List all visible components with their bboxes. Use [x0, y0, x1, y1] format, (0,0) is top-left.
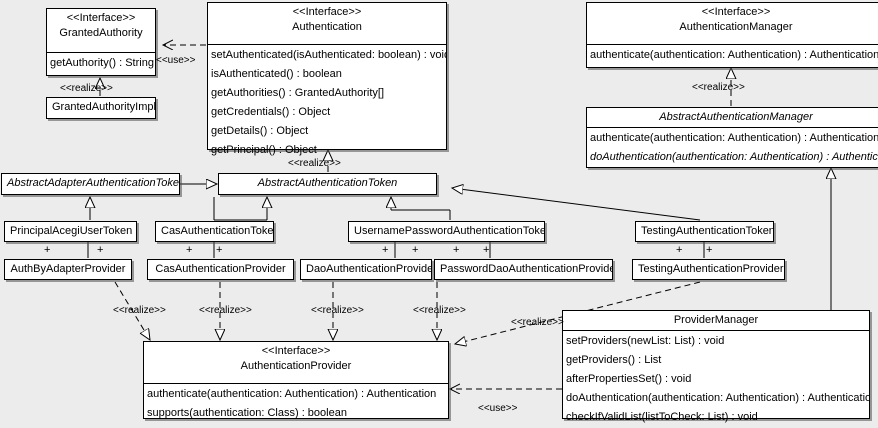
operations-compartment: authenticate(authentication: Authenticat…	[587, 128, 878, 168]
class-name: AuthenticationManager	[679, 21, 793, 33]
edge-label-realize-testing: <<realize>>	[511, 317, 564, 328]
association-marker-plus: +	[382, 244, 389, 256]
operation: getProviders() : List	[566, 354, 662, 366]
class-authentication-manager[interactable]: <<Interface>> AuthenticationManager auth…	[586, 2, 878, 68]
class-name: GrantedAuthority	[59, 27, 143, 39]
operation: getAuthority() : String	[50, 57, 154, 69]
class-name: AuthByAdapterProvider	[10, 263, 126, 275]
class-granted-authority[interactable]: <<Interface>> GrantedAuthority getAuthor…	[46, 8, 156, 76]
operation: authenticate(authentication: Authenticat…	[147, 388, 437, 400]
class-testing-authentication-provider[interactable]: TestingAuthenticationProvider	[632, 259, 785, 280]
class-testing-authentication-token[interactable]: TestingAuthenticationToken	[635, 221, 774, 242]
class-cas-authentication-token[interactable]: CasAuthenticationToken	[155, 221, 274, 242]
operation: getPrincipal() : Object	[211, 144, 317, 156]
association-marker-plus: +	[97, 244, 104, 256]
class-authentication[interactable]: <<Interface>> Authentication setAuthenti…	[207, 2, 447, 156]
class-provider-manager[interactable]: ProviderManager setProviders(newList: Li…	[562, 310, 870, 423]
operations-compartment: setAuthenticated(isAuthenticated: boolea…	[208, 45, 446, 161]
class-name: GrantedAuthorityImpl	[52, 101, 155, 113]
class-authentication-provider[interactable]: <<Interface>> AuthenticationProvider aut…	[143, 341, 449, 419]
class-name: CasAuthenticationProvider	[155, 263, 286, 275]
class-abstract-adapter-authentication-token[interactable]: AbstractAdapterAuthenticationToken	[1, 173, 180, 195]
operation: doAuthentication(authentication: Authent…	[590, 151, 878, 163]
operation: getCredentials() : Object	[211, 106, 331, 118]
stereotype-label: <<Interface>>	[292, 6, 362, 18]
class-name: AbstractAuthenticationManager	[659, 111, 813, 123]
class-abstract-authentication-manager[interactable]: AbstractAuthenticationManager authentica…	[586, 107, 878, 168]
class-name: Authentication	[292, 21, 362, 33]
operation: isAuthenticated() : boolean	[211, 68, 342, 80]
class-username-password-authentication-token[interactable]: UsernamePasswordAuthenticationToken	[348, 221, 545, 242]
class-name: AuthenticationProvider	[240, 360, 352, 372]
class-abstract-authentication-token[interactable]: AbstractAuthenticationToken	[218, 173, 437, 195]
edge-label-realize-cas: <<realize>>	[199, 305, 252, 316]
class-name: CasAuthenticationToken	[161, 225, 273, 237]
class-name: PrincipalAcegiUserToken	[10, 225, 133, 237]
association-marker-plus: +	[412, 244, 419, 256]
operation: authenticate(authentication: Authenticat…	[590, 49, 878, 61]
association-marker-plus: +	[706, 244, 713, 256]
association-marker-plus: +	[483, 244, 490, 256]
edge-label-realize-abstractauthenticationmanager: <<realize>>	[692, 82, 745, 93]
operation: getAuthorities() : GrantedAuthority[]	[211, 87, 385, 99]
class-name: AbstractAdapterAuthenticationToken	[7, 177, 179, 189]
class-name: TestingAuthenticationToken	[641, 225, 773, 237]
association-marker-plus: +	[216, 244, 223, 256]
association-marker-plus: +	[44, 244, 51, 256]
stereotype-label: <<Interface>>	[701, 6, 771, 18]
edge-label-realize-abstractauthenticationtoken: <<realize>>	[288, 158, 341, 169]
operations-compartment: authenticate(authentication: Authenticat…	[587, 45, 878, 66]
operation: authenticate(authentication: Authenticat…	[590, 132, 878, 144]
edge-label-realize-authbyadapter: <<realize>>	[113, 305, 166, 316]
class-header: <<Interface>> Authentication	[208, 3, 446, 45]
class-name: PasswordDaoAuthenticationProvider	[440, 263, 612, 275]
operation: checkIfValidList(listToCheck: List) : vo…	[566, 411, 758, 423]
class-granted-authority-impl[interactable]: GrantedAuthorityImpl	[46, 97, 156, 119]
class-cas-authentication-provider[interactable]: CasAuthenticationProvider	[147, 259, 294, 280]
diagram-connector-layer: GrantedAuthority --> GrantedAuthority --…	[0, 0, 878, 419]
operation: afterPropertiesSet() : void	[566, 373, 692, 385]
operation: doAuthentication(authentication: Authent…	[566, 392, 869, 404]
stereotype-label: <<Interface>>	[261, 345, 331, 357]
operation: setProviders(newList: List) : void	[566, 335, 725, 347]
operations-compartment: setProviders(newList: List) : void getPr…	[563, 331, 869, 428]
edge-label-use-authentication-grantedauthority: <<use>>	[156, 55, 196, 66]
operations-compartment: getAuthority() : String	[47, 53, 155, 74]
operation: supports(authentication: Class) : boolea…	[147, 407, 347, 419]
class-principal-acegi-user-token[interactable]: PrincipalAcegiUserToken	[4, 221, 137, 242]
class-dao-authentication-provider[interactable]: DaoAuthenticationProvider	[300, 259, 432, 280]
edge-label-realize-passworddao: <<realize>>	[413, 305, 466, 316]
stereotype-label: <<Interface>>	[66, 12, 136, 24]
edge-label-realize-dao: <<realize>>	[311, 305, 364, 316]
association-marker-plus: +	[453, 244, 460, 256]
class-header: AbstractAuthenticationManager	[587, 108, 878, 128]
operation: getDetails() : Object	[211, 125, 309, 137]
association-marker-plus: +	[186, 244, 193, 256]
operation: setAuthenticated(isAuthenticated: boolea…	[211, 49, 446, 61]
class-header: <<Interface>> GrantedAuthority	[47, 9, 155, 53]
class-name: TestingAuthenticationProvider	[638, 263, 784, 275]
class-password-dao-authentication-provider[interactable]: PasswordDaoAuthenticationProvider	[434, 259, 613, 280]
association-marker-plus: +	[676, 244, 683, 256]
class-header: <<Interface>> AuthenticationProvider	[144, 342, 448, 384]
class-name: AbstractAuthenticationToken	[257, 177, 398, 189]
class-name: DaoAuthenticationProvider	[306, 263, 431, 275]
edge-label-use-providermanager-authenticationprovider: <<use>>	[478, 403, 518, 414]
class-header: <<Interface>> AuthenticationManager	[587, 3, 878, 45]
operations-compartment: authenticate(authentication: Authenticat…	[144, 384, 448, 424]
edge-label-realize-grantedauthorityimpl: <<realize>>	[60, 83, 113, 94]
class-header: ProviderManager	[563, 311, 869, 331]
class-auth-by-adapter-provider[interactable]: AuthByAdapterProvider	[4, 259, 132, 280]
class-name: UsernamePasswordAuthenticationToken	[354, 225, 544, 237]
class-name: ProviderManager	[673, 314, 759, 326]
